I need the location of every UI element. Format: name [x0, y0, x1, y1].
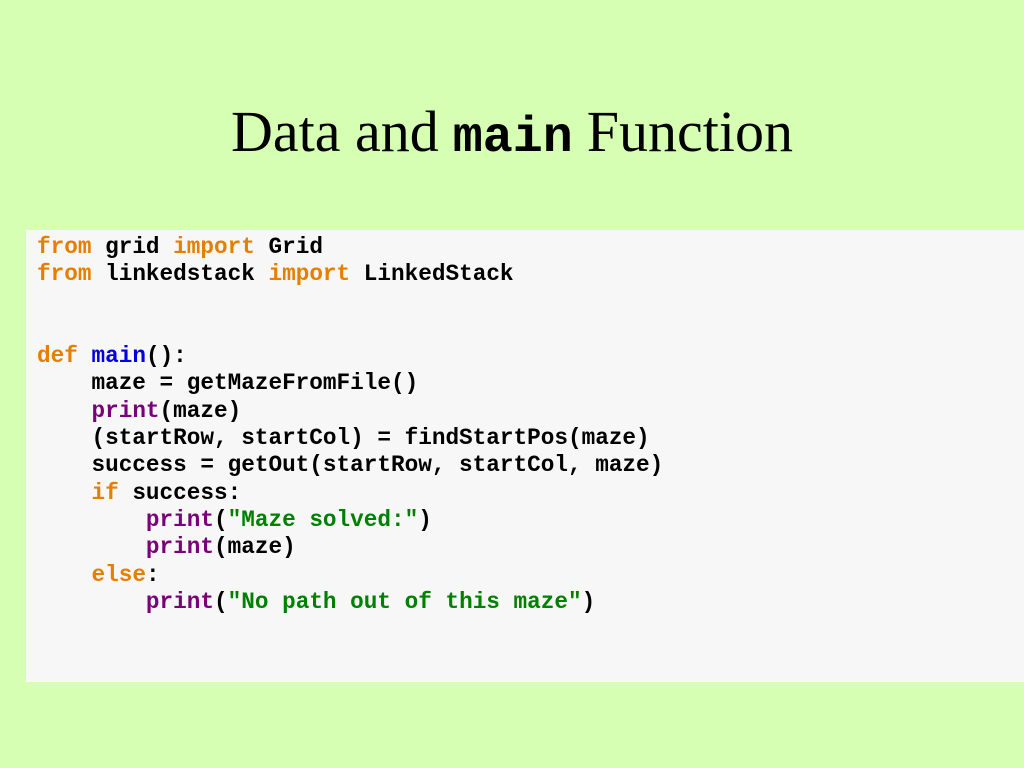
code-token-plain: (maze) — [214, 534, 296, 561]
code-token-string: "No path out of this maze" — [227, 588, 582, 615]
code-line: success = getOut(startRow, startCol, maz… — [37, 452, 663, 479]
code-token-plain: (): — [145, 343, 187, 370]
code-line: print(maze) — [37, 398, 663, 425]
code-token-plain: success = getOut(startRow, startCol, maz… — [37, 452, 664, 479]
code-line: if success: — [37, 480, 663, 507]
code-token-keyword: from — [37, 234, 92, 260]
code-token-plain: ( — [214, 506, 228, 533]
code-token-plain: ) — [418, 506, 432, 533]
code-token-plain: ( — [214, 588, 228, 615]
code-line: (startRow, startCol) = findStartPos(maze… — [37, 425, 663, 452]
code-token-plain: success: — [118, 479, 242, 506]
code-line: from grid import Grid — [37, 234, 663, 261]
code-line — [37, 316, 663, 343]
code-token-plain: : — [145, 561, 160, 588]
code-token-plain — [37, 589, 146, 615]
title-code-word: main — [452, 110, 573, 167]
code-line: from linkedstack import LinkedStack — [37, 261, 663, 288]
code-line: def main(): — [37, 343, 663, 370]
code-token-string: "Maze solved:" — [227, 506, 419, 533]
code-token-plain: Grid — [254, 234, 323, 260]
code-token-plain — [37, 534, 146, 560]
code-token-builtin: print — [145, 506, 214, 533]
code-token-plain: grid — [91, 234, 174, 260]
code-token-keyword: else — [91, 561, 146, 588]
code-token-builtin: print — [145, 588, 214, 615]
code-token-function-name: main — [91, 343, 146, 370]
code-token-plain — [37, 398, 91, 424]
code-token-plain — [37, 507, 146, 533]
code-token-plain — [37, 562, 91, 588]
code-line: print(maze) — [37, 534, 663, 561]
code-token-plain: (maze) — [159, 397, 242, 424]
code-line — [37, 289, 663, 316]
title-suffix: Function — [586, 99, 793, 164]
code-token-keyword: if — [91, 479, 119, 506]
code-token-keyword: from — [37, 261, 92, 288]
code-token-keyword: import — [173, 234, 255, 260]
code-token-plain — [37, 480, 91, 506]
code-token-plain — [78, 343, 92, 369]
code-line: print("No path out of this maze") — [37, 589, 663, 616]
code-token-plain: LinkedStack — [350, 261, 514, 288]
code-token-builtin: print — [91, 397, 160, 424]
code-token-builtin: print — [145, 534, 214, 561]
code-line: print("Maze solved:") — [37, 507, 663, 534]
code-token-keyword: import — [268, 261, 351, 288]
title-prefix: Data and — [231, 99, 439, 164]
code-line: maze = getMazeFromFile() — [37, 370, 663, 397]
code-token-plain: linkedstack — [91, 261, 269, 288]
code-line: else: — [37, 562, 663, 589]
code-token-plain: ) — [581, 588, 596, 615]
code-token-plain: (startRow, startCol) = findStartPos(maze… — [37, 425, 650, 452]
code-token-keyword: def — [37, 343, 78, 370]
code-token-plain: maze = getMazeFromFile() — [37, 370, 419, 397]
